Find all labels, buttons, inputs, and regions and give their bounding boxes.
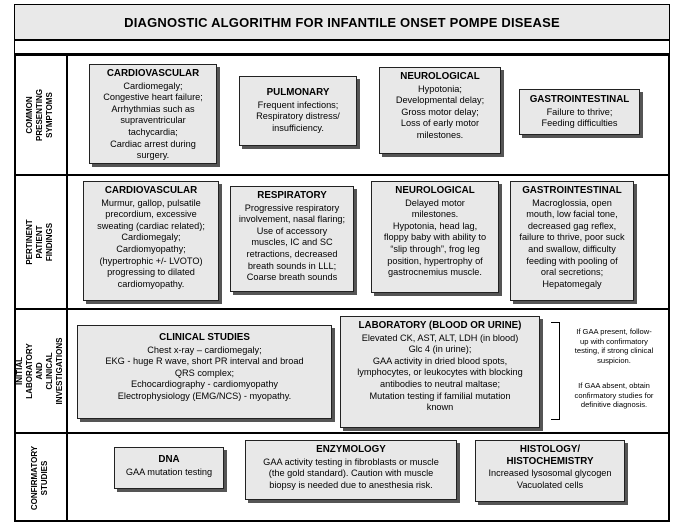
box-heading: CARDIOVASCULAR <box>106 68 200 79</box>
bracket-connector <box>551 322 560 420</box>
box-body: GAA activity testing in fibroblasts or m… <box>263 456 439 490</box>
symptom-box-gastrointestinal: GASTROINTESTINAL Failure to thrive; Feed… <box>519 89 640 135</box>
box-body: Murmur, gallop, pulsatile precordium, ex… <box>97 197 205 289</box>
box-heading: HISTOLOGY/ HISTOCHEMISTRY <box>506 444 594 467</box>
investigation-box-clinical-studies: CLINICAL STUDIES Chest x-ray – cardiomeg… <box>77 325 332 419</box>
note-gaa-absent: If GAA absent, obtain confirmatory studi… <box>574 381 654 410</box>
row-findings: PERTINENT PATIENT FINDINGS <box>14 174 670 308</box>
box-heading: NEUROLOGICAL <box>395 185 475 196</box>
row-label-findings-text: PERTINENT PATIENT FINDINGS <box>25 219 54 265</box>
finding-box-cardiovascular: CARDIOVASCULAR Murmur, gallop, pulsatile… <box>83 181 219 301</box>
confirmatory-box-histology: HISTOLOGY/ HISTOCHEMISTRY Increased lyso… <box>475 440 625 502</box>
box-heading: LABORATORY (BLOOD OR URINE) <box>358 320 522 331</box>
box-body: Hypotonia; Developmental delay; Gross mo… <box>395 83 485 140</box>
box-body: GAA mutation testing <box>125 466 213 477</box>
box-heading: GASTROINTESTINAL <box>529 94 630 105</box>
finding-box-respiratory: RESPIRATORY Progressive respiratory invo… <box>230 186 354 292</box>
box-body: Macroglossia, open mouth, low facial ton… <box>519 197 625 289</box>
confirmatory-box-enzymology: ENZYMOLOGY GAA activity testing in fibro… <box>245 440 457 500</box>
symptom-box-pulmonary: PULMONARY Frequent infections; Respirato… <box>239 76 357 146</box>
row-label-symptoms-text: COMMON PRESENTING SYMPTOMS <box>25 88 54 141</box>
box-heading: GASTROINTESTINAL <box>522 185 622 196</box>
blank-header-bar <box>14 40 670 54</box>
box-body: Cardiomegaly; Congestive heart failure; … <box>103 80 203 161</box>
row-symptoms: COMMON PRESENTING SYMPTOMS <box>14 54 670 174</box>
symptom-box-neurological: NEUROLOGICAL Hypotonia; Developmental de… <box>379 67 501 154</box>
diagram-title: DIAGNOSTIC ALGORITHM FOR INFANTILE ONSET… <box>14 4 670 40</box>
investigation-box-laboratory: LABORATORY (BLOOD OR URINE) Elevated CK,… <box>340 316 540 428</box>
box-heading: CLINICAL STUDIES <box>159 332 250 343</box>
box-heading: PULMONARY <box>266 87 330 98</box>
row-label-confirmatory: CONFIRMATORY STUDIES <box>14 434 68 522</box>
row-label-findings: PERTINENT PATIENT FINDINGS <box>14 176 68 308</box>
row-label-symptoms: COMMON PRESENTING SYMPTOMS <box>14 56 68 174</box>
box-body: Elevated CK, AST, ALT, LDH (in blood) Gl… <box>357 332 523 413</box>
row-label-confirmatory-text: CONFIRMATORY STUDIES <box>30 445 49 511</box>
box-body: Frequent infections; Respiratory distres… <box>256 99 340 133</box>
box-body: Delayed motor milestones. Hypotonia, hea… <box>383 197 487 278</box>
finding-box-neurological: NEUROLOGICAL Delayed motor milestones. H… <box>371 181 499 293</box>
box-body: Increased lysosomal glycogen Vacuolated … <box>488 468 612 490</box>
box-body: Failure to thrive; Feeding difficulties <box>541 106 618 129</box>
row-label-investigations: INITIAL LABORATORY AND CLINICAL INVESTIG… <box>14 310 68 432</box>
box-body: Chest x-ray – cardiomegaly; EKG - huge R… <box>105 344 304 401</box>
box-heading: RESPIRATORY <box>257 190 327 201</box>
row-label-investigations-text: INITIAL LABORATORY AND CLINICAL INVESTIG… <box>15 337 64 405</box>
confirmatory-box-dna: DNA GAA mutation testing <box>114 447 224 489</box>
symptom-box-cardiovascular: CARDIOVASCULAR Cardiomegaly; Congestive … <box>89 64 217 164</box>
box-heading: CARDIOVASCULAR <box>104 185 198 196</box>
row-confirmatory: CONFIRMATORY STUDIES <box>14 432 670 522</box>
box-heading: ENZYMOLOGY <box>316 444 386 455</box>
note-gaa-present: If GAA present, follow- up with confirma… <box>574 327 654 365</box>
box-body: Progressive respiratory involvement, nas… <box>238 202 346 283</box>
row-investigations: INITIAL LABORATORY AND CLINICAL INVESTIG… <box>14 308 670 432</box>
finding-box-gastrointestinal: GASTROINTESTINAL Macroglossia, open mout… <box>510 181 634 301</box>
box-heading: NEUROLOGICAL <box>400 71 480 82</box>
box-heading: DNA <box>158 454 180 465</box>
